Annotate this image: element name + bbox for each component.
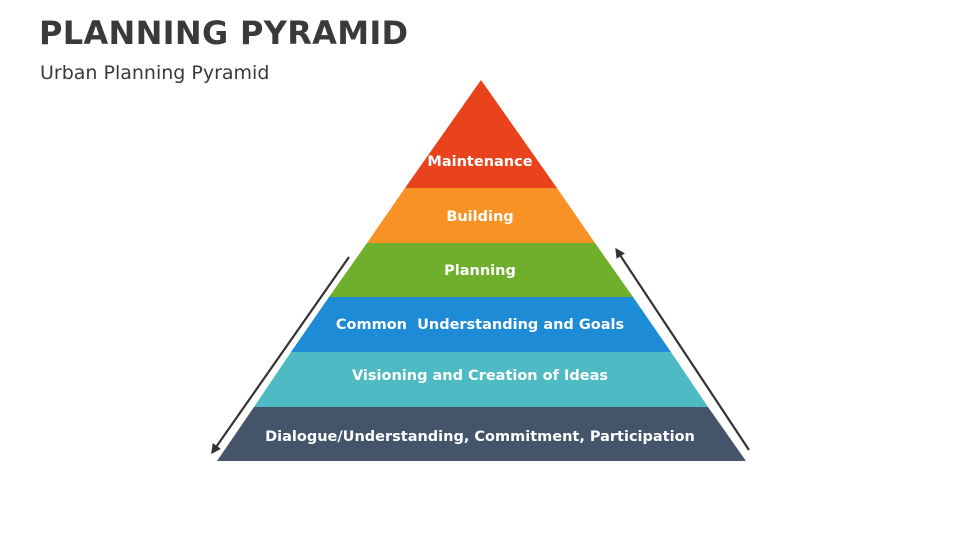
layer-planning-label: Planning [444,263,516,279]
layer-dialogue-shape [217,407,746,461]
layer-planning-shape [329,243,633,297]
arrow-up-right-icon [615,247,750,451]
layer-maintenance-label: Maintenance [427,154,532,170]
slide-title: PLANNING PYRAMID [39,14,409,52]
layer-visioning-label: Visioning and Creation of Ideas [352,368,608,384]
layer-dialogue-label: Dialogue/Understanding, Commitment, Part… [265,429,695,445]
layer-building-shape [367,188,595,243]
layer-maintenance-shape [405,80,557,188]
arrow-down-left-icon [211,256,350,455]
layer-common-understanding-shape [291,297,671,352]
slide-subtitle: Urban Planning Pyramid [40,62,270,84]
layer-visioning-shape [254,352,708,407]
layer-building-label: Building [446,209,513,225]
layer-common-understanding-label: Common Understanding and Goals [336,317,624,333]
